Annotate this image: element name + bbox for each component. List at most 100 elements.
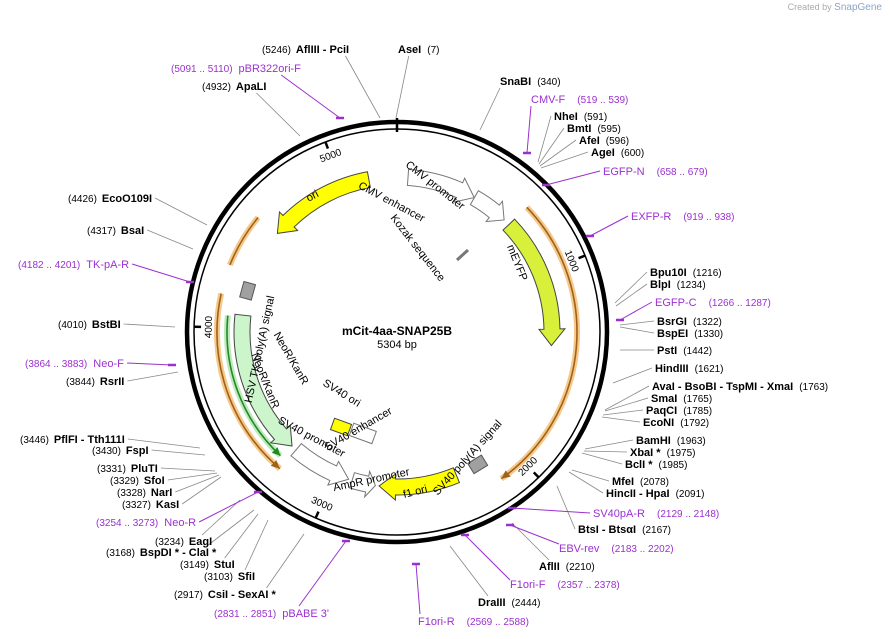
leader-line — [256, 92, 301, 137]
enzyme-name: KasI — [156, 499, 179, 511]
enzyme-position: (1963) — [677, 436, 706, 447]
primer-name: SV40pA-R — [593, 508, 645, 520]
enzyme-site-nari[interactable]: (3328)NarI — [117, 487, 172, 499]
feature-ampr-promoter — [349, 469, 376, 499]
svg-text:HincII - HpaI(2091): HincII - HpaI(2091) — [606, 488, 704, 500]
enzyme-site-bmti[interactable]: BmtI(595) — [567, 123, 621, 135]
enzyme-position: (1792) — [680, 418, 709, 429]
enzyme-site-sfii[interactable]: (3103)SfiI — [204, 571, 255, 583]
primer-site-egfp-c[interactable]: EGFP-C(1266 .. 1287) — [655, 297, 771, 309]
enzyme-site-bsrgi[interactable]: BsrGI(1322) — [657, 316, 722, 328]
enzyme-name: BlpI — [650, 279, 671, 291]
enzyme-name: MfeI — [612, 476, 634, 488]
svg-text:(3254 .. 3273)Neo-R: (3254 .. 3273)Neo-R — [96, 517, 196, 529]
enzyme-site-sfoi[interactable]: (3329)SfoI — [110, 475, 165, 487]
enzyme-site-apali[interactable]: (4932)ApaLI — [202, 81, 266, 93]
enzyme-name: NarI — [151, 487, 172, 499]
enzyme-site-csii[interactable]: (2917)CsiI - SexAI * — [174, 589, 276, 601]
enzyme-site-bsai[interactable]: (4317)BsaI — [87, 225, 144, 237]
enzyme-site-smai[interactable]: SmaI(1765) — [651, 393, 712, 405]
leader-line — [266, 533, 305, 589]
leader-line — [571, 469, 610, 482]
enzyme-site-eagi[interactable]: (3234)EagI — [155, 536, 212, 548]
leader-line — [127, 438, 201, 449]
enzyme-site-econi[interactable]: EcoNI(1792) — [643, 417, 709, 429]
primer-site-neo-f[interactable]: (3864 .. 3883)Neo-F — [25, 358, 124, 370]
enzyme-name: AflIII — [296, 44, 320, 56]
enzyme-site-aflii[interactable]: AflII(2210) — [539, 561, 595, 573]
primer-site-egfp-n[interactable]: EGFP-N(658 .. 679) — [603, 166, 708, 178]
enzyme-site-stui[interactable]: (3149)StuI — [180, 559, 235, 571]
enzyme-site-bstbi[interactable]: (4010)BstBI — [58, 319, 121, 331]
svg-text:PstI(1442): PstI(1442) — [657, 345, 712, 357]
feature-arrows — [233, 168, 567, 502]
svg-text:SV40pA-R(2129 .. 2148): SV40pA-R(2129 .. 2148) — [593, 508, 719, 520]
primer-leader — [280, 74, 341, 119]
enzyme-site-bpu10i[interactable]: Bpu10I(1216) — [650, 267, 722, 279]
enzyme-position: (1234) — [677, 280, 706, 291]
enzyme-site-xbai-[interactable]: XbaI *(1975) — [630, 447, 695, 459]
enzyme-name: AflII — [539, 561, 560, 573]
primer-site-ebv-rev[interactable]: EBV-rev(2183 .. 2202) — [559, 543, 674, 555]
tick-label: 3000 — [309, 495, 334, 514]
leader-line — [604, 385, 650, 411]
primer-range: (2183 .. 2202) — [611, 544, 673, 555]
svg-text:BsrGI(1322): BsrGI(1322) — [657, 316, 722, 328]
enzyme-site-pluti[interactable]: (3331)PluTI — [97, 463, 158, 475]
primer-name: Neo-F — [93, 358, 124, 370]
primer-site-f1ori-r[interactable]: F1ori-R(2569 .. 2588) — [418, 616, 529, 628]
enzyme-site-snabi[interactable]: SnaBI(340) — [500, 76, 561, 88]
enzyme-site-hindiii[interactable]: HindIII(1621) — [655, 363, 724, 375]
enzyme-site-afei[interactable]: AfeI(596) — [579, 135, 629, 147]
enzyme-site-bcli-[interactable]: BclI *(1985) — [625, 459, 687, 471]
enzyme-site-psti[interactable]: PstI(1442) — [657, 345, 712, 357]
feature-label: SV40 ori — [321, 377, 363, 410]
tick-mark — [532, 471, 540, 479]
feature-label: f1 ori — [402, 483, 429, 501]
enzyme-site-btsi[interactable]: BtsI - BtsαI(2167) — [578, 524, 671, 536]
restriction-sites: (5246)AflIII - PciI (4932)ApaLI (4426)EcoO… — [20, 44, 828, 609]
svg-text:(3446)PflFI - Tth111I: (3446)PflFI - Tth111I — [20, 434, 125, 446]
svg-text:(4426)EcoO109I: (4426)EcoO109I — [68, 193, 152, 205]
primer-site-pbabe-3-[interactable]: (2831 .. 2851)pBABE 3' — [214, 608, 329, 620]
snapgene-logo-text: SnapGene — [834, 2, 882, 13]
svg-text:DraIII(2444): DraIII(2444) — [478, 597, 540, 609]
primer-site-exfp-r[interactable]: EXFP-R(919 .. 938) — [631, 211, 735, 223]
enzyme-position: (3234) — [155, 537, 184, 548]
enzyme-site-kasi[interactable]: (3327)KasI — [122, 499, 179, 511]
enzyme-position: (1322) — [693, 317, 722, 328]
primer-site-pbr322ori-f[interactable]: (5091 .. 5110)pBR322ori-F — [171, 63, 301, 75]
enzyme-site-bspdi-[interactable]: (3168)BspDI * - ClaI * — [106, 547, 217, 559]
tick-mark — [324, 141, 330, 150]
enzyme-site-bamhi[interactable]: BamHI(1963) — [636, 435, 706, 447]
primer-site-neo-r[interactable]: (3254 .. 3273)Neo-R — [96, 517, 196, 529]
enzyme-site-asei[interactable]: AseI(7) — [398, 44, 439, 56]
svg-text:(3103)SfiI: (3103)SfiI — [204, 571, 255, 583]
enzyme-site-ecoo109i[interactable]: (4426)EcoO109I — [68, 193, 152, 205]
enzyme-site-rsrii[interactable]: (3844)RsrII — [66, 376, 124, 388]
enzyme-site-bspei[interactable]: BspEI(1330) — [657, 328, 723, 340]
enzyme-site-avai[interactable]: AvaI - BsoBI - TspMI - XmaI(1763) — [652, 381, 828, 393]
leader-line — [614, 271, 648, 304]
enzyme-site-fspi[interactable]: (3430)FspI — [92, 445, 149, 457]
watermark-prefix: Created by — [787, 2, 832, 12]
feature-sv40-poly-a-signal — [467, 454, 489, 475]
enzyme-site-pflfi[interactable]: (3446)PflFI - Tth111I — [20, 434, 125, 446]
enzyme-position: (1765) — [683, 394, 712, 405]
enzyme-site-nhei[interactable]: NheI(591) — [554, 111, 607, 123]
enzyme-name: XbaI * — [630, 447, 661, 459]
enzyme-site-blpi[interactable]: BlpI (1234) — [650, 279, 706, 291]
enzyme-site-agei[interactable]: AgeI(600) — [591, 147, 644, 159]
primer-site-tk-pa-r[interactable]: (4182 .. 4201)TK-pA-R — [18, 259, 129, 271]
enzyme-site-afliii[interactable]: (5246)AflIII - PciI — [262, 44, 349, 56]
orf-halo — [227, 215, 261, 267]
enzyme-site-mfei[interactable]: MfeI(2078) — [612, 476, 669, 488]
primer-site-cmv-f[interactable]: CMV-F(519 .. 539) — [531, 94, 628, 106]
enzyme-site-paqci[interactable]: PaqCI(1785) — [646, 405, 712, 417]
svg-text:(2831 .. 2851)pBABE 3': (2831 .. 2851)pBABE 3' — [214, 608, 329, 620]
primer-site-sv40pa-r[interactable]: SV40pA-R(2129 .. 2148) — [593, 508, 719, 520]
primer-site-f1ori-f[interactable]: F1ori-F(2357 .. 2378) — [510, 579, 620, 591]
enzyme-site-draiii[interactable]: DraIII(2444) — [478, 597, 540, 609]
enzyme-position: (2091) — [676, 489, 705, 500]
enzyme-site-hincii[interactable]: HincII - HpaI(2091) — [606, 488, 704, 500]
